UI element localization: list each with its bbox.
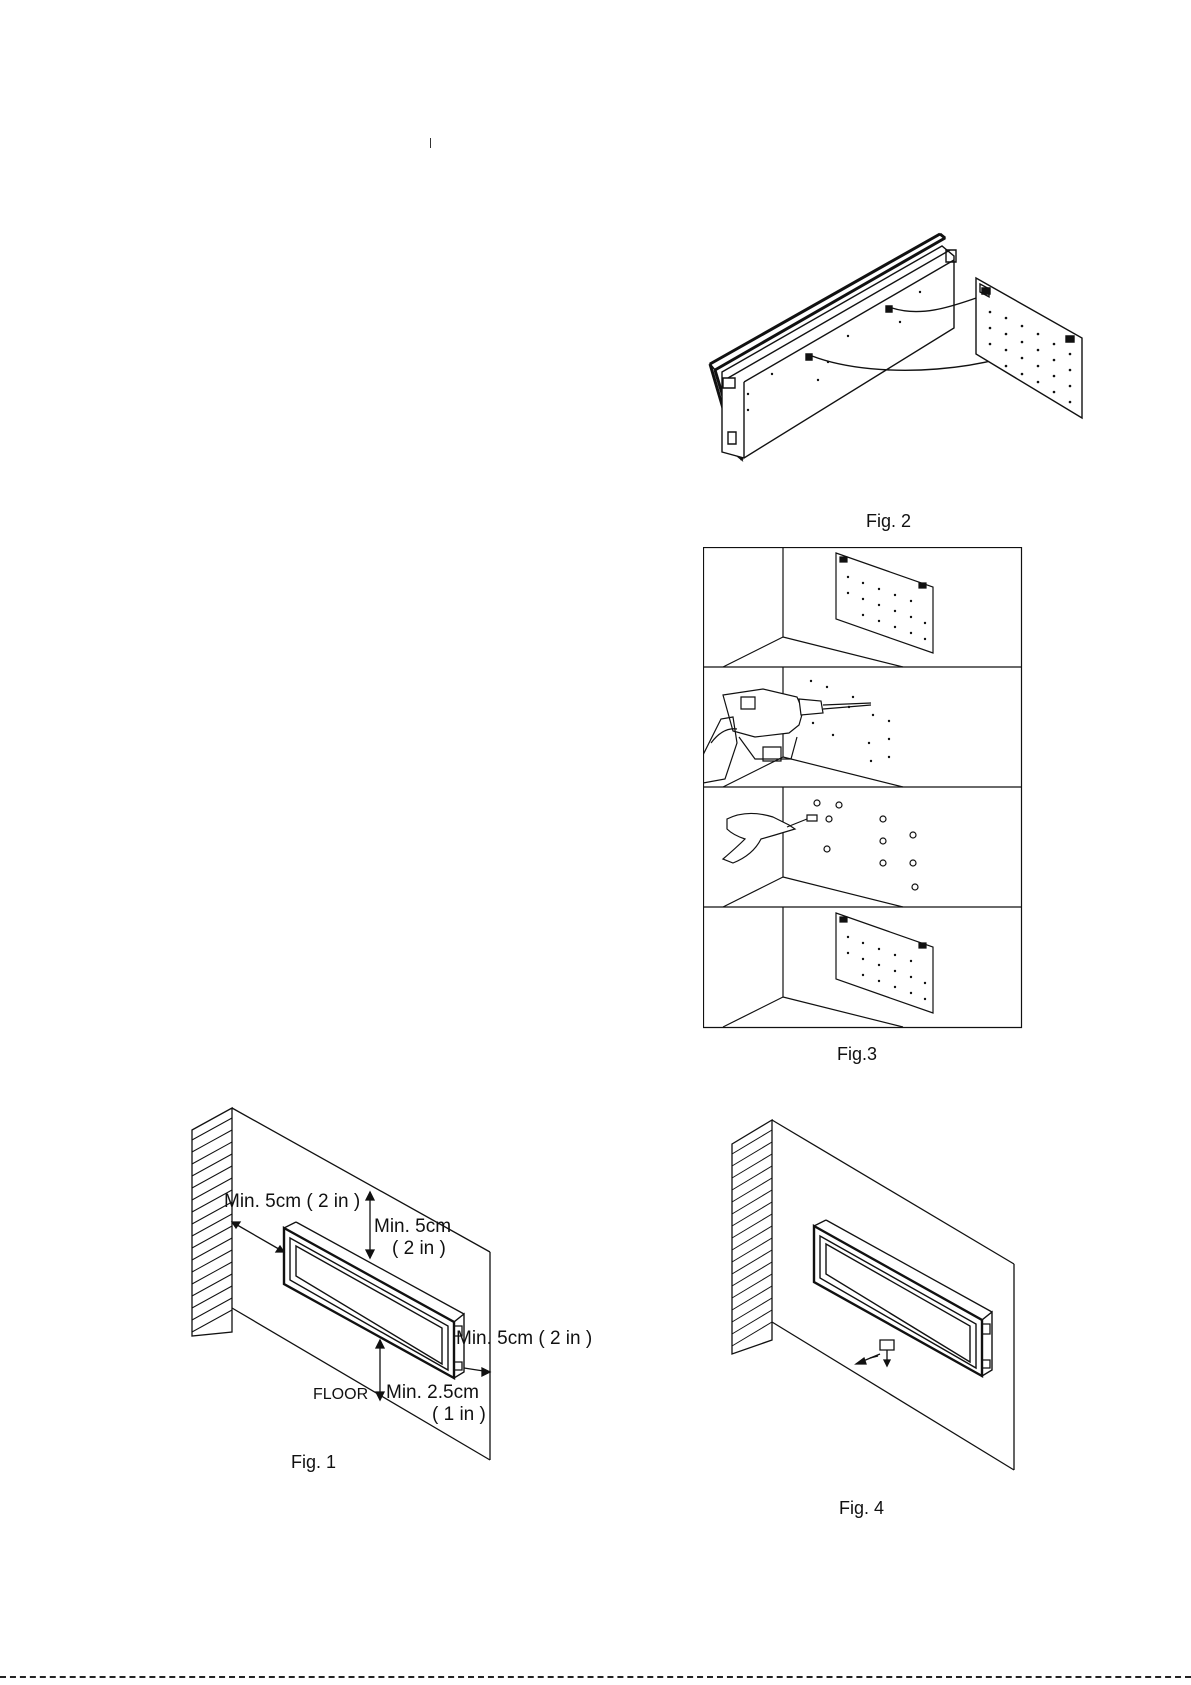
fig3-caption: Fig.3	[837, 1044, 877, 1065]
fig1-right-clearance-label: Min. 5cm ( 2 in )	[456, 1328, 592, 1349]
fig3-step2	[703, 667, 903, 787]
fig3-step3	[723, 787, 918, 907]
stray-mark	[430, 138, 431, 148]
fig1-illustration: Min. 5cm ( 2 in ) Min. 5cm ( 2 in ) Min.…	[188, 1100, 608, 1470]
fig3-step1	[723, 547, 933, 667]
fig1-bottom-clearance-label: Min. 2.5cm	[386, 1382, 479, 1403]
fig1-floor-label: FLOOR	[313, 1386, 368, 1403]
fig1-caption: Fig. 1	[291, 1452, 336, 1473]
fig1-left-clearance-label: Min. 5cm ( 2 in )	[224, 1191, 360, 1212]
fig2-illustration	[700, 232, 1090, 468]
fig1-top-clearance-label: Min. 5cm	[374, 1216, 451, 1237]
fig3-illustration	[703, 547, 1023, 1029]
fig1-top-clearance-sub: ( 2 in )	[392, 1238, 446, 1259]
fig4-illustration	[730, 1114, 1030, 1474]
fig3-step4	[723, 907, 933, 1027]
fig1-bottom-clearance-sub: ( 1 in )	[432, 1404, 486, 1425]
footer-divider	[0, 1676, 1191, 1678]
fig4-caption: Fig. 4	[839, 1498, 884, 1519]
fig2-caption: Fig. 2	[866, 511, 911, 532]
